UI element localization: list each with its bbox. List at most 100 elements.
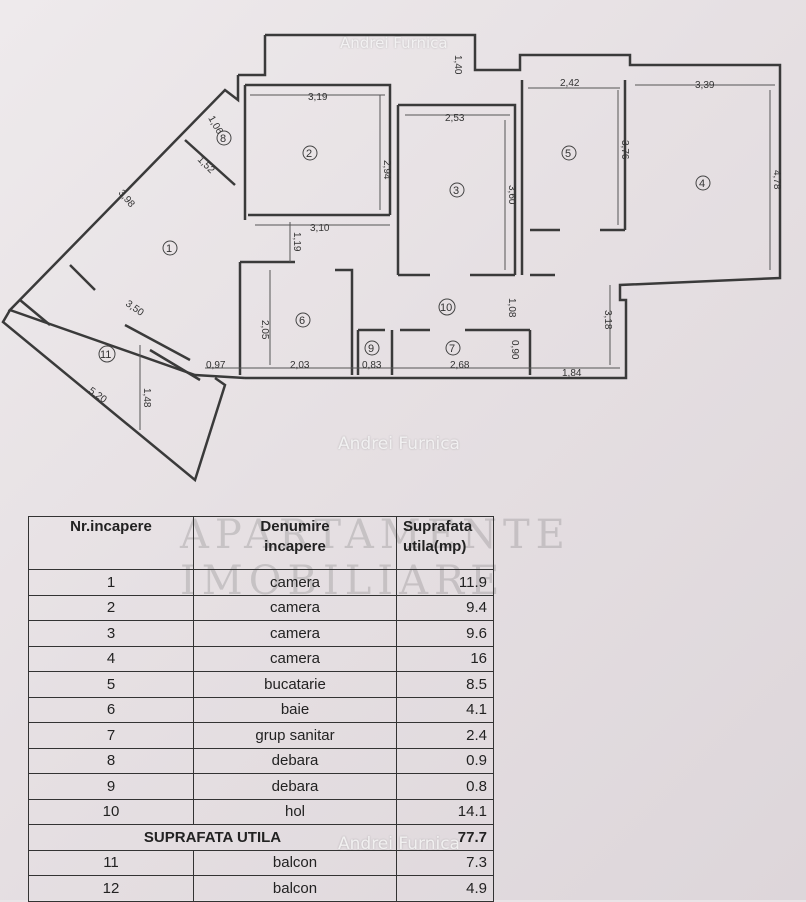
row-name: camera	[193, 569, 397, 596]
row-number: 12	[28, 875, 194, 902]
room-number: 11	[100, 349, 111, 361]
row-name: hol	[193, 798, 397, 825]
row-name: balcon	[193, 875, 397, 902]
plan-walls	[1, 33, 782, 483]
dimension-label: 0,97	[206, 360, 226, 371]
row-number: 4	[28, 645, 194, 672]
dimension-label: 2,42	[560, 78, 580, 89]
header-name-line1: Denumire	[260, 518, 330, 535]
dimension-label: 2,53	[445, 113, 465, 124]
room-number: 9	[368, 343, 374, 355]
row-area: 16	[396, 645, 494, 672]
row-area: 2.4	[396, 722, 494, 749]
dimension-label: 3,10	[310, 223, 330, 234]
row-number: 11	[28, 849, 194, 876]
dimension-label: 1,08	[506, 298, 517, 318]
dimension-label: 3,76	[619, 140, 630, 160]
plan-dimension-lines	[139, 84, 775, 430]
header-name-line2: incapere	[264, 538, 326, 555]
dimension-label: 0,90	[509, 340, 520, 360]
row-name: grup sanitar	[193, 722, 397, 749]
row-name: camera	[193, 594, 397, 621]
room-number: 1	[166, 243, 172, 255]
dimension-label: 3,18	[602, 310, 613, 330]
row-number: 8	[28, 747, 194, 774]
row-number: 9	[28, 773, 194, 800]
room-number: 6	[299, 315, 305, 327]
row-name: debara	[193, 747, 397, 774]
row-area: 14.1	[396, 798, 494, 825]
row-area: 4.9	[396, 875, 494, 902]
dimension-label: 2,03	[290, 360, 310, 371]
row-area: 0.9	[396, 747, 494, 774]
dimension-label: 3,39	[695, 80, 715, 91]
row-number: 6	[28, 696, 194, 723]
row-number: 10	[28, 798, 194, 825]
header-room-name: Denumire incapere	[193, 516, 397, 570]
row-number: 3	[28, 620, 194, 647]
row-number: 7	[28, 722, 194, 749]
plan-room-numbers: 1 2 3 4 5 6 7 8 9 10 11	[98, 130, 711, 363]
row-number: 1	[28, 569, 194, 596]
room-number: 10	[440, 302, 452, 314]
dimension-label: 4,78	[771, 170, 782, 190]
table-header-row: Nr.incapere Denumire incapere Suprafata …	[28, 516, 494, 570]
plan-dimensions: 3,19 2,94 2,53 3,60 2,42 3,76 3,39 4,78 …	[86, 55, 782, 408]
dimension-label: 1,48	[141, 388, 152, 408]
header-area-line2: utila(mp)	[403, 538, 467, 555]
row-area: 8.5	[396, 671, 494, 698]
row-area: 0.8	[396, 773, 494, 800]
row-name: bucatarie	[193, 671, 397, 698]
total-label: SUPRAFATA UTILA	[28, 824, 397, 851]
table-total-row: SUPRAFATA UTILA 77.7	[28, 824, 494, 851]
dimension-label: 3,60	[506, 185, 517, 205]
dimension-label: 1,52	[195, 154, 217, 176]
dimension-label: 5,20	[86, 385, 109, 405]
dimension-label: 0,83	[362, 360, 382, 371]
room-number: 7	[449, 343, 455, 355]
watermark-middle: Andrei Furnica	[338, 434, 460, 454]
watermark-top: Andrei Furnica	[340, 34, 448, 52]
row-area: 11.9	[396, 569, 494, 596]
header-area-line1: Suprafata	[403, 518, 473, 535]
header-area: Suprafata utila(mp)	[396, 516, 494, 570]
dimension-label: 3,50	[123, 298, 146, 318]
dimension-label: 2,05	[259, 320, 270, 340]
row-number: 2	[28, 594, 194, 621]
dimension-label: 3,19	[308, 92, 328, 103]
room-number: 8	[220, 133, 226, 145]
watermark-bottom: Andrei Furnica	[338, 834, 460, 854]
row-name: camera	[193, 620, 397, 647]
row-name: camera	[193, 645, 397, 672]
row-area: 7.3	[396, 849, 494, 876]
row-name: baie	[193, 696, 397, 723]
row-number: 5	[28, 671, 194, 698]
room-area-table: Nr.incapere Denumire incapere Suprafata …	[28, 516, 494, 902]
row-area: 9.6	[396, 620, 494, 647]
row-name: debara	[193, 773, 397, 800]
room-number: 2	[306, 148, 312, 160]
dimension-label: 1,84	[562, 368, 582, 379]
room-number: 4	[699, 178, 705, 190]
dimension-label: 1,19	[291, 232, 302, 252]
row-area: 9.4	[396, 594, 494, 621]
floor-plan: 1 2 3 4 5 6 7 8 9 10 11 3,19 2,94 2,53 3…	[1, 33, 782, 483]
dimension-label: 2,68	[450, 360, 470, 371]
room-number: 5	[565, 148, 571, 160]
dimension-label: 2,94	[381, 160, 392, 180]
dimension-label: 1,40	[452, 55, 463, 75]
row-area: 4.1	[396, 696, 494, 723]
header-room-number: Nr.incapere	[28, 516, 194, 570]
room-number: 3	[453, 185, 459, 197]
